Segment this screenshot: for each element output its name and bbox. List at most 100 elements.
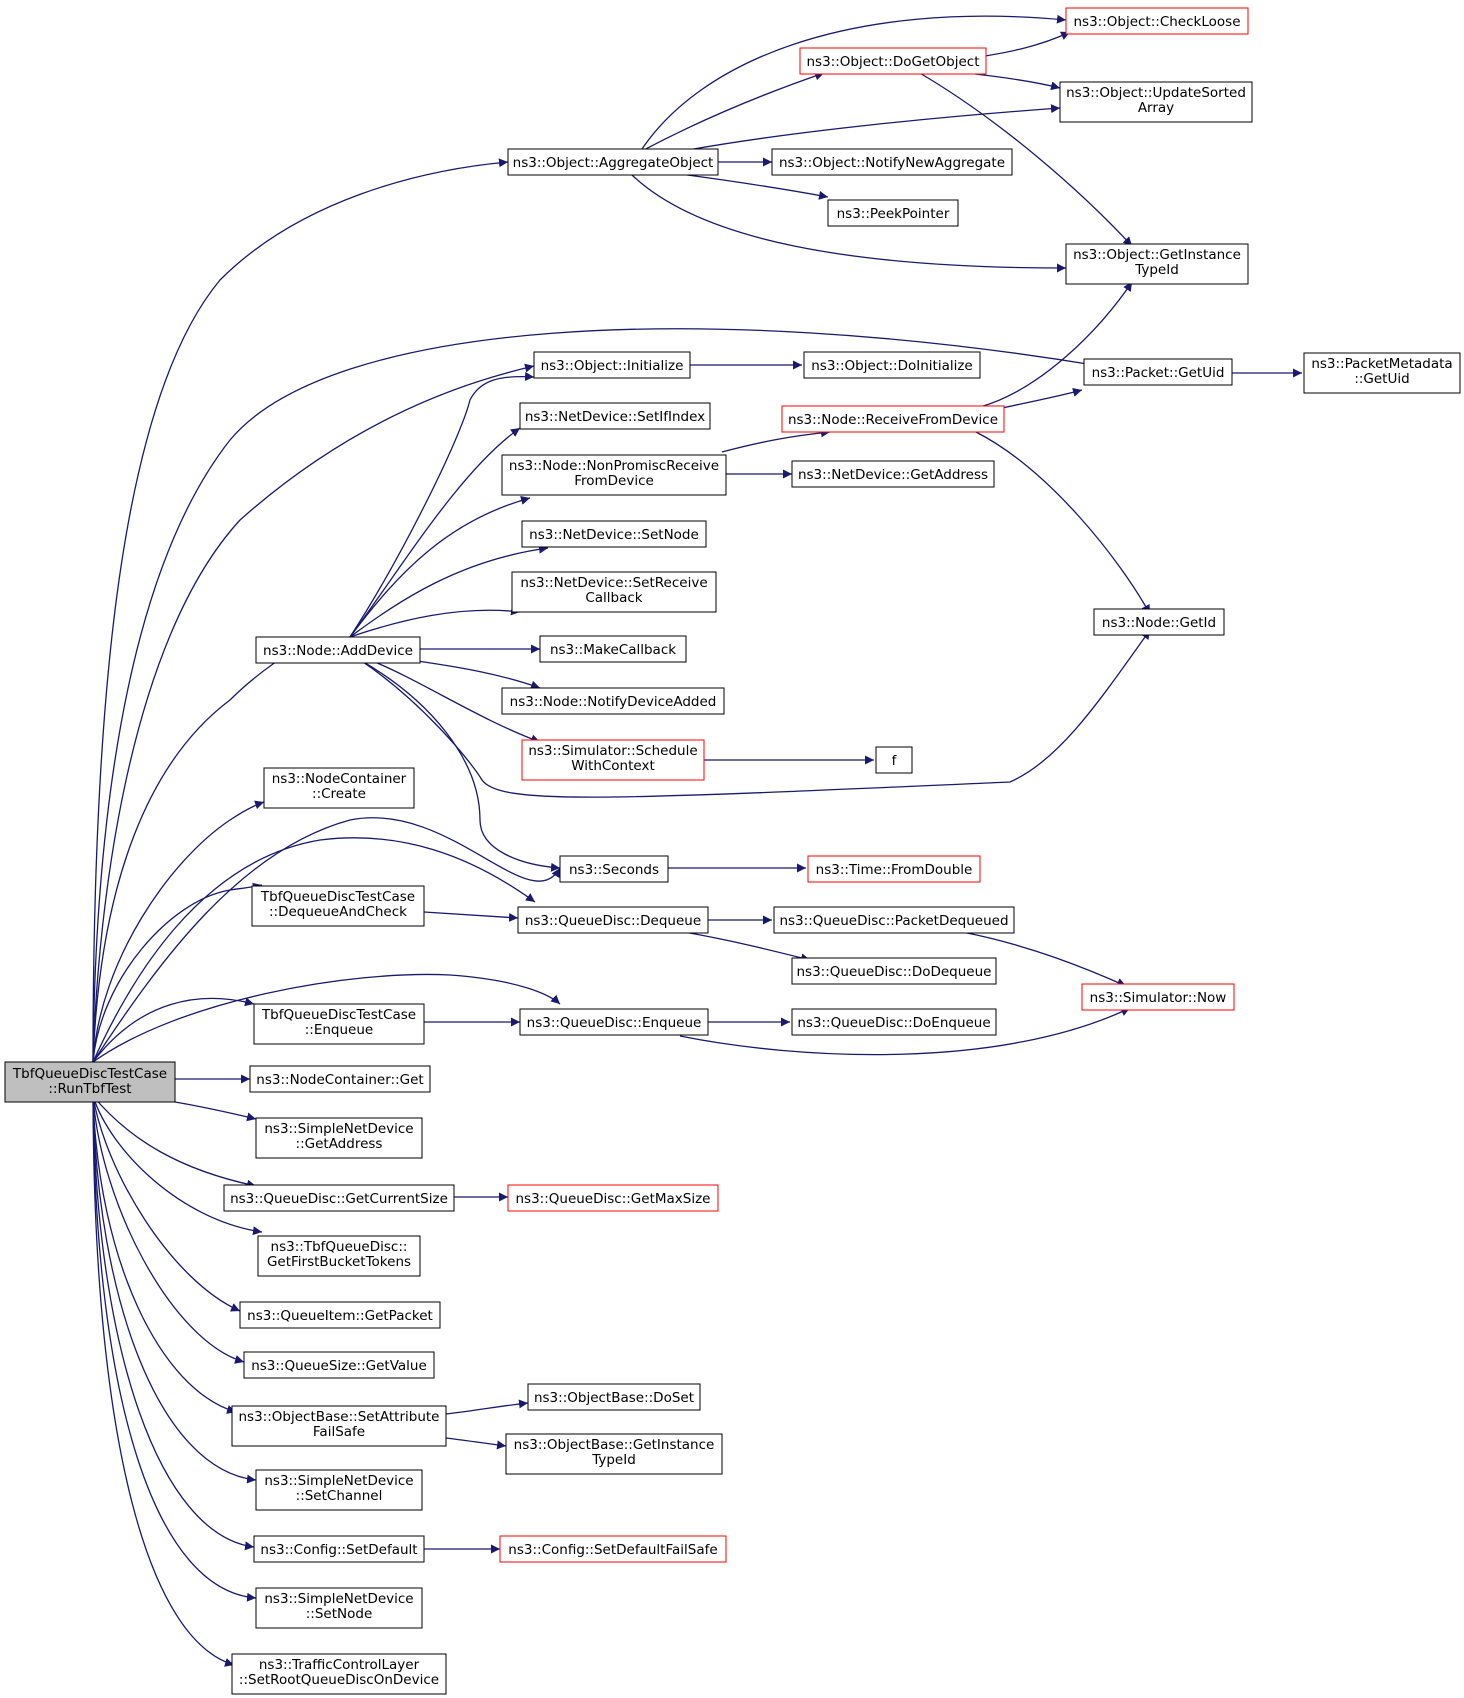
node-packet-get-uid[interactable]: ns3::Packet::GetUid [1083,358,1233,386]
node-net-device-get-address[interactable]: ns3::NetDevice::GetAddress [791,460,995,488]
node-packet-metadata-get-uid-line-1: ns3::PacketMetadata [1311,356,1452,372]
edge [423,911,519,922]
node-tbf-get-first-bucket-tokens[interactable]: ns3::TbfQueueDisc:: GetFirstBucketTokens [257,1235,421,1277]
node-net-device-set-receive-callback-line-2: Callback [585,590,642,606]
node-net-device-set-node-label: ns3::NetDevice::SetNode [529,527,699,543]
node-update-sorted-array[interactable]: ns3::Object::UpdateSorted Array [1059,81,1253,123]
node-object-base-get-instance-type-id-line-2: TypeId [591,1452,636,1468]
edge [174,1101,257,1122]
edge [92,1095,263,1236]
node-net-device-set-node[interactable]: ns3::NetDevice::SetNode [521,520,707,548]
node-f-func[interactable]: f [875,746,913,774]
node-simple-net-device-set-channel-line-1: ns3::SimpleNetDevice [264,1473,413,1489]
edge [679,1007,1131,1056]
node-notify-new-aggregate[interactable]: ns3::Object::NotifyNewAggregate [771,148,1013,176]
edge [687,104,1061,151]
node-root[interactable]: TbfQueueDiscTestCase ::RunTbfTest [4,1061,176,1103]
node-schedule-with-context-line-2: WithContext [571,758,655,774]
node-object-initialize[interactable]: ns3::Object::Initialize [533,351,691,379]
edge [92,1095,257,1602]
node-net-device-set-receive-callback-line-1: ns3::NetDevice::SetReceive [520,575,707,591]
edge [349,606,521,638]
node-seconds[interactable]: ns3::Seconds [559,855,669,883]
node-do-enqueue-label: ns3::QueueDisc::DoEnqueue [797,1015,990,1031]
edge [631,174,1067,273]
edge [92,1095,255,1551]
node-node-add-device[interactable]: ns3::Node::AddDevice [255,636,421,664]
node-simulator-now-label: ns3::Simulator::Now [1090,990,1227,1006]
node-schedule-with-context[interactable]: ns3::Simulator::Schedule WithContext [521,739,705,781]
node-make-callback-label: ns3::MakeCallback [550,642,676,658]
node-do-dequeue[interactable]: ns3::QueueDisc::DoDequeue [791,957,997,985]
node-receive-from-device[interactable]: ns3::Node::ReceiveFromDevice [781,405,1005,433]
node-tbf-enqueue[interactable]: TbfQueueDiscTestCase ::Enqueue [253,1003,425,1045]
node-f-func-label: f [892,753,898,769]
node-queue-disc-get-max-size-label: ns3::QueueDisc::GetMaxSize [515,1191,710,1207]
node-packet-dequeued[interactable]: ns3::QueueDisc::PacketDequeued [773,906,1015,934]
node-tbf-enqueue-line-1: TbfQueueDiscTestCase [261,1007,416,1023]
node-simulator-now[interactable]: ns3::Simulator::Now [1081,983,1235,1011]
node-peek-pointer[interactable]: ns3::PeekPointer [827,199,959,227]
edge [349,427,521,638]
node-config-set-default-label: ns3::Config::SetDefault [260,1542,417,1558]
node-dequeue-and-check[interactable]: TbfQueueDiscTestCase ::DequeueAndCheck [251,885,425,927]
node-simple-net-device-get-address[interactable]: ns3::SimpleNetDevice ::GetAddress [255,1117,423,1159]
edge [92,1095,245,1364]
node-queue-disc-get-max-size[interactable]: ns3::QueueDisc::GetMaxSize [507,1184,719,1212]
node-set-root-queue-disc[interactable]: ns3::TrafficControlLayer ::SetRootQueueD… [231,1653,447,1695]
edge [445,1399,529,1415]
node-get-instance-type-id[interactable]: ns3::Object::GetInstance TypeId [1065,243,1249,285]
node-check-loose[interactable]: ns3::Object::CheckLoose [1065,7,1249,35]
node-make-callback[interactable]: ns3::MakeCallback [539,635,687,663]
edge [445,1437,507,1450]
node-queue-disc-dequeue[interactable]: ns3::QueueDisc::Dequeue [517,906,709,934]
edge [92,1095,257,1484]
node-config-set-default-fail-safe[interactable]: ns3::Config::SetDefaultFailSafe [499,1535,727,1563]
node-node-get-id[interactable]: ns3::Node::GetId [1093,608,1225,636]
node-object-base-do-set-label: ns3::ObjectBase::DoSet [534,1390,694,1406]
edge [679,173,829,200]
edge [92,882,263,1063]
node-queue-size-get-value[interactable]: ns3::QueueSize::GetValue [243,1351,435,1379]
node-packet-dequeued-label: ns3::QueueDisc::PacketDequeued [779,913,1008,929]
edge [349,544,549,638]
node-simple-net-device-get-address-line-1: ns3::SimpleNetDevice [264,1121,413,1137]
node-node-container-get-label: ns3::NodeContainer::Get [256,1072,423,1088]
node-node-container-get[interactable]: ns3::NodeContainer::Get [249,1065,431,1093]
node-notify-device-added[interactable]: ns3::Node::NotifyDeviceAdded [501,687,725,715]
edge [92,158,509,1063]
node-node-container-create[interactable]: ns3::NodeContainer ::Create [263,767,415,809]
node-time-from-double[interactable]: ns3::Time::FromDouble [807,855,981,883]
node-net-device-set-if-index[interactable]: ns3::NetDevice::SetIfIndex [519,402,711,430]
node-simple-net-device-set-node[interactable]: ns3::SimpleNetDevice ::SetNode [255,1587,423,1629]
node-aggregate-object[interactable]: ns3::Object::AggregateObject [507,148,719,176]
edge [92,837,536,1063]
node-simple-net-device-set-channel[interactable]: ns3::SimpleNetDevice ::SetChannel [255,1469,423,1511]
node-simple-net-device-set-node-line-1: ns3::SimpleNetDevice [264,1591,413,1607]
node-object-base-do-set[interactable]: ns3::ObjectBase::DoSet [527,1383,701,1411]
node-root-line-2: ::RunTbfTest [48,1081,131,1097]
node-queue-disc-enqueue[interactable]: ns3::QueueDisc::Enqueue [519,1008,709,1036]
node-queue-disc-get-current-size[interactable]: ns3::QueueDisc::GetCurrentSize [223,1184,455,1212]
node-queue-item-get-packet[interactable]: ns3::QueueItem::GetPacket [239,1301,441,1329]
node-do-enqueue[interactable]: ns3::QueueDisc::DoEnqueue [791,1008,997,1036]
edge [349,496,531,638]
edge [92,997,255,1063]
node-object-base-get-instance-type-id[interactable]: ns3::ObjectBase::GetInstance TypeId [505,1433,723,1475]
node-aggregate-object-label: ns3::Object::AggregateObject [513,155,714,171]
node-check-loose-label: ns3::Object::CheckLoose [1073,14,1240,30]
node-net-device-set-receive-callback[interactable]: ns3::NetDevice::SetReceive Callback [511,571,717,613]
node-config-set-default[interactable]: ns3::Config::SetDefault [253,1535,425,1563]
node-object-base-get-instance-type-id-line-1: ns3::ObjectBase::GetInstance [514,1437,715,1453]
node-packet-metadata-get-uid[interactable]: ns3::PacketMetadata ::GetUid [1303,352,1461,394]
node-object-do-initialize[interactable]: ns3::Object::DoInitialize [803,351,981,379]
node-update-sorted-array-line-1: ns3::Object::UpdateSorted [1066,85,1246,101]
edge [917,71,1133,247]
edge [975,431,1151,615]
node-do-get-object[interactable]: ns3::Object::DoGetObject [799,47,987,75]
node-get-instance-type-id-line-1: ns3::Object::GetInstance [1073,247,1241,263]
node-set-attribute-fail-safe[interactable]: ns3::ObjectBase::SetAttribute FailSafe [231,1405,447,1447]
node-queue-item-get-packet-label: ns3::QueueItem::GetPacket [247,1308,433,1324]
node-non-promisc-receive[interactable]: ns3::Node::NonPromiscReceive FromDevice [501,454,727,496]
